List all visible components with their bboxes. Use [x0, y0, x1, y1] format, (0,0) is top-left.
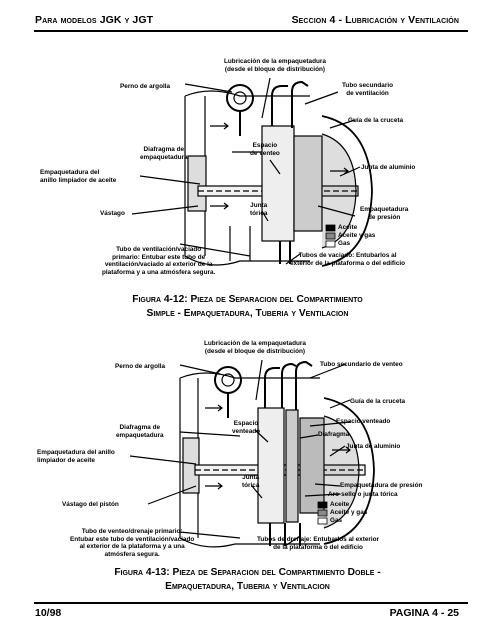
- label-perno: Perno de argolla: [120, 83, 171, 90]
- label-junta-aluminio: Junta de aluminio: [361, 164, 416, 171]
- label-espacio: Espacio de venteo: [250, 142, 280, 157]
- label-vastago: Vástago: [100, 210, 125, 217]
- label-tubo-secundario: Tubo secundario de venteo: [320, 361, 403, 368]
- label-aro-sello: Aro-sello o junta tórica: [328, 491, 398, 498]
- label-empaquetadura-presion: Empaquetadura de presión: [360, 206, 409, 221]
- header-rule: [34, 30, 468, 32]
- legend-aceite: Aceite: [338, 224, 358, 231]
- label-vastago: Vástago del pistón: [62, 501, 119, 508]
- legend-gas: Gas: [338, 240, 351, 247]
- figure-4-12-drawing: [131, 77, 373, 267]
- legend-aceite: Aceite: [330, 501, 350, 508]
- label-espacio-venteado-top: Espacio venteado: [336, 418, 391, 425]
- caption-4-13-line1: Figura 4-13: Pieza de Separacion del Com…: [114, 567, 381, 578]
- label-perno: Perno de argolla: [115, 363, 166, 370]
- figure-4-12: Lubricación de la empaquetadura (desde e…: [0, 56, 495, 284]
- label-empaquetadura-anillo: Empaquetadura del anillo limpiador de ac…: [40, 169, 117, 184]
- label-espacio: Espacio venteado: [232, 420, 261, 435]
- label-junta-aluminio: Junta de aluminio: [346, 443, 401, 450]
- legend-aceite-gas: Aceite y gas: [338, 232, 376, 239]
- label-diafragma-right: Diafragma: [318, 431, 350, 438]
- label-tubo-venteo: Tubo de venteo/drenaje primario: Entubar…: [70, 528, 195, 558]
- caption-4-12-line1: Figura 4-12: Pieza de Separacion del Com…: [132, 294, 363, 305]
- running-header-left: Para modelos JGK y JGT: [35, 14, 154, 26]
- footer-rule: [34, 602, 468, 604]
- running-header-right: Seccion 4 - Lubricación y Ventilación: [291, 14, 459, 26]
- label-junta-torica: Junta tórica: [250, 202, 268, 217]
- label-guia: Guía de la cruceta: [350, 398, 406, 405]
- label-tubo-secundario: Tubo secundario de ventilación: [342, 82, 394, 97]
- label-tubos-drenaje: Tubos de drenaje: Entubarlos al exterior…: [257, 536, 380, 551]
- footer-date: 10/98: [35, 607, 62, 619]
- label-lubricacion: Lubricación de la empaquetadura (desde e…: [204, 340, 306, 355]
- label-lubricacion: Lubricación de la empaquetadura (desde e…: [224, 58, 326, 73]
- label-diafragma: Diafragma de empaquetadura: [140, 146, 188, 161]
- footer-page-number: PAGINA 4 - 25: [389, 607, 459, 619]
- label-empaquetadura-presion: Empaquetadura de presión: [340, 482, 423, 489]
- figure-4-13: Lubricación de la empaquetadura (desde e…: [0, 338, 495, 563]
- label-empaquetadura-anillo: Empaquetadura del anillo limpiador de ac…: [37, 449, 115, 464]
- legend-gas: Gas: [330, 517, 343, 524]
- legend-aceite-gas: Aceite y gas: [330, 509, 368, 516]
- caption-4-12-line2: Simple - Empaquetadura, Tuberia y Ventil…: [146, 308, 349, 319]
- label-junta-torica: Junta tórica: [242, 474, 260, 489]
- label-tubos-vaciado: Tubos de vaciado: Entubarlos al exterior…: [290, 252, 406, 267]
- caption-4-13-line2: Empaquetadura, Tuberia y Ventilacion: [165, 581, 330, 592]
- label-diafragma: Diafragma de empaquetadura: [116, 424, 164, 439]
- figure-4-13-drawing: [129, 359, 375, 548]
- label-guia: Guía de la cruceta: [348, 117, 404, 124]
- label-tubo-ventilacion: Tubo de ventilación/vaciado primario: En…: [102, 246, 216, 276]
